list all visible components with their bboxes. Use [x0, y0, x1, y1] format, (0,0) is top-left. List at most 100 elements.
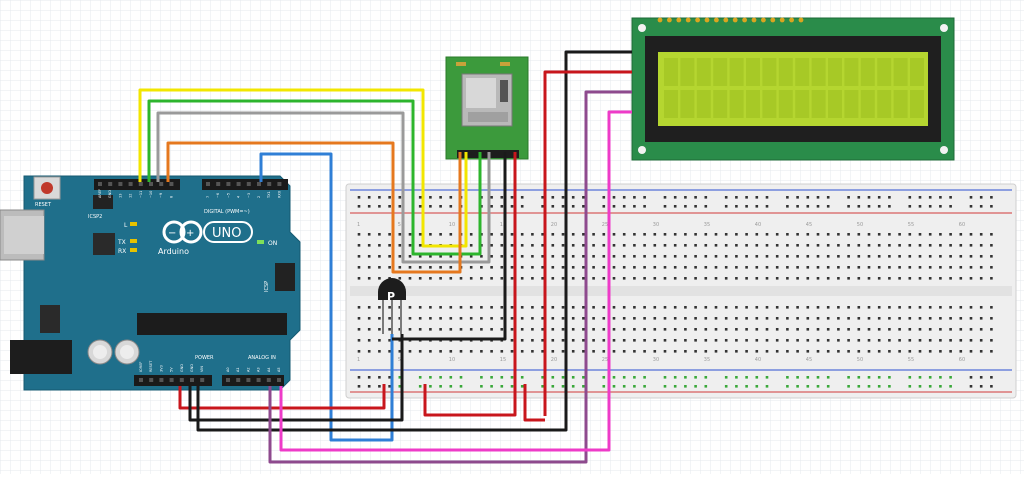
analog-pin-label: A5 [277, 367, 281, 372]
breadboard-column-number: 20 [551, 357, 557, 363]
digital-pin-label: ~10 [149, 191, 153, 198]
wire-orange [166, 141, 462, 274]
power-pin-label: IOREF [139, 362, 143, 372]
lcd-display [631, 17, 955, 161]
breadboard-column-number: 25 [602, 222, 608, 228]
breadboard-column-number: 5 [398, 222, 401, 228]
power-pin-label: 5V [170, 367, 174, 372]
breadboard-column-number: 35 [704, 222, 710, 228]
breadboard-column-number: 55 [908, 357, 914, 363]
power-analog-pin-labels: IOREF RESET 3V3 5V GND GND VIN A0 A1 A2 A3 A4 A5 [139, 360, 281, 372]
digital-pin-label: ~3 [247, 193, 251, 198]
breadboard-column-number: 15 [500, 357, 506, 363]
breadboard-column-number: 40 [755, 357, 761, 363]
power-label: POWER [195, 355, 214, 361]
breadboard-column-number: 45 [806, 222, 812, 228]
analog-label: ANALOG IN [248, 355, 276, 361]
analog-pin-label: A3 [257, 367, 261, 372]
breadboard-holes [357, 196, 993, 388]
wire-black-gnd2 [196, 50, 632, 432]
power-pin-label: GND [190, 364, 194, 372]
breadboard-column-number: 45 [806, 357, 812, 363]
analog-pin-label: A0 [226, 367, 230, 372]
breadboard-column-numbers: 1155101015152020252530303535404045455050… [357, 222, 965, 363]
power-pin-label: RESET [149, 360, 153, 372]
analog-pin-label: A2 [246, 367, 250, 372]
power-pin-label: VIN [200, 366, 204, 372]
breadboard-column-number: 35 [704, 357, 710, 363]
tx-led-label: TX [117, 239, 126, 246]
wire-purple [268, 90, 632, 464]
analog-pin-label: A4 [267, 367, 271, 372]
digital-pin-label: 8 [169, 196, 173, 198]
digital-pin-label: RX0 [277, 191, 281, 198]
breadboard-column-number: 1 [357, 357, 360, 363]
breadboard-column-number: 30 [653, 222, 659, 228]
reset-button [41, 182, 53, 194]
wire-blue [259, 152, 394, 442]
wire-gray [156, 111, 491, 264]
arduino-logo: − + UNO Arduino [158, 220, 253, 256]
logo-text: Arduino [158, 247, 189, 256]
sensor-label: P [387, 290, 395, 303]
digital-pin-label: 7 [206, 196, 210, 198]
svg-text:+: + [186, 228, 194, 239]
breadboard-column-number: 30 [653, 357, 659, 363]
breadboard-column-number: 15 [500, 222, 506, 228]
icsp-label: ICSP [264, 281, 270, 292]
breadboard-column-number: 10 [449, 357, 455, 363]
digital-pin-label: AREF [98, 189, 102, 198]
l-led-label: L [124, 222, 128, 229]
wire-black-sd [392, 152, 507, 341]
sd-card-module [445, 56, 529, 160]
digital-pin-label: TX1 [267, 191, 271, 199]
digital-pin-label: GND [108, 190, 112, 198]
breadboard: 1155101015152020252530303535404045455050… [345, 183, 1017, 399]
digital-pin-label: 2 [257, 196, 261, 198]
digital-pin-labels: AREF GND 13 12 ~11 ~10 ~9 8 7 ~6 ~5 4 ~3 2 TX1 RX0 [98, 189, 281, 199]
microcontroller-chip [137, 313, 287, 335]
digital-pin-label: ~11 [139, 191, 143, 198]
breadboard-column-number: 55 [908, 222, 914, 228]
analog-pin-label: A1 [236, 367, 240, 372]
breadboard-column-number: 50 [857, 357, 863, 363]
breadboard-column-number: 20 [551, 222, 557, 228]
digital-pin-label: 4 [237, 195, 241, 198]
wire-black-gnd [188, 334, 404, 422]
digital-label: DIGITAL (PWM=~) [204, 209, 250, 215]
breadboard-column-number: 25 [602, 357, 608, 363]
reset-label: RESET [35, 202, 52, 208]
icsp2-label: ICSP2 [88, 214, 102, 220]
digital-pin-label: 13 [118, 194, 122, 198]
temperature-sensor: P [378, 278, 406, 334]
wire-yellow [138, 88, 468, 248]
breadboard-column-number: 40 [755, 222, 761, 228]
breadboard-column-number: 60 [959, 222, 965, 228]
digital-header-left [94, 179, 180, 190]
wire-red-rail [523, 384, 545, 422]
breadboard-column-number: 5 [398, 357, 401, 363]
breadboard-column-number: 50 [857, 222, 863, 228]
wire-red-lcd [543, 70, 632, 416]
wires [138, 50, 632, 464]
digital-pin-label: ~5 [226, 193, 230, 198]
power-pin-label: 3V3 [159, 365, 163, 372]
wire-magenta [279, 110, 632, 452]
wire-red-sd [423, 152, 517, 417]
on-led-label: ON [268, 240, 277, 247]
digital-pin-label: 12 [129, 194, 133, 198]
analog-header [222, 375, 284, 386]
digital-header-right [202, 179, 288, 190]
power-pin-label: GND [180, 364, 184, 372]
digital-pin-label: ~6 [216, 193, 220, 198]
wire-green [147, 99, 482, 256]
breadboard-column-number: 1 [357, 222, 360, 228]
breadboard-column-number: 60 [959, 357, 965, 363]
svg-text:−: − [168, 228, 176, 239]
digital-pin-label: ~9 [159, 193, 163, 198]
breadboard-column-number: 10 [449, 222, 455, 228]
rx-led-label: RX [118, 248, 126, 255]
model-text: UNO [212, 226, 241, 241]
